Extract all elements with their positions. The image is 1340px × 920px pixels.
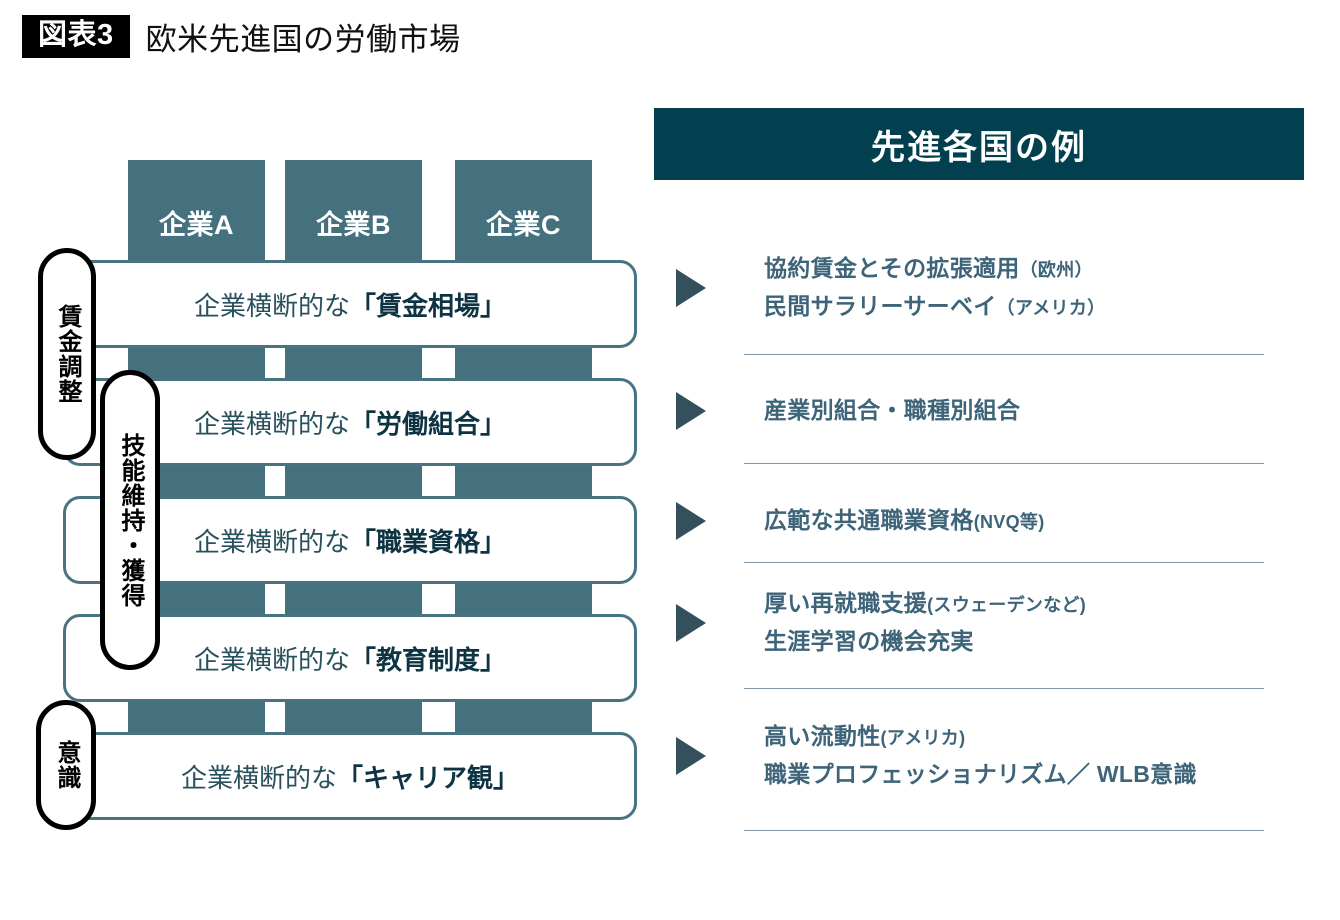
triangle-right-icon bbox=[676, 392, 706, 430]
cross-bar-emphasis: 「労働組合」 bbox=[350, 408, 507, 439]
cross-bar-emphasis: 「賃金相場」 bbox=[350, 290, 507, 321]
cross-bar-prefix: 企業横断的な bbox=[193, 526, 350, 557]
example-lines: 厚い再就職支援(スウェーデンなど) 生涯学習の機会充実 bbox=[764, 585, 1304, 661]
category-pill-wage-adjustment: 賃金調整 bbox=[38, 248, 96, 460]
example-note-text: (NVQ等) bbox=[973, 512, 1045, 533]
cross-bar-text: 企業横断的な「労働組合」 bbox=[194, 404, 506, 441]
group-divider bbox=[744, 354, 1264, 355]
example-line: 生涯学習の機会充実 bbox=[764, 623, 1304, 661]
example-main-text: 民間サラリーサーベイ bbox=[764, 292, 997, 319]
example-group: 広範な共通職業資格(NVQ等) bbox=[674, 500, 1304, 542]
cross-bar-prefix: 企業横断的な bbox=[180, 762, 337, 793]
company-column-label: 企業C bbox=[486, 210, 561, 240]
example-main-text: 職業プロフェッショナリズム／ WLB意識 bbox=[764, 760, 1197, 787]
example-lines: 産業別組合・職種別組合 bbox=[764, 392, 1304, 430]
cross-bar-emphasis: 「教育制度」 bbox=[350, 644, 507, 675]
group-divider bbox=[744, 463, 1264, 464]
cross-company-bar: 企業横断的な「キャリア観」 bbox=[63, 732, 637, 820]
cross-bar-prefix: 企業横断的な bbox=[193, 290, 350, 321]
cross-bar-text: 企業横断的な「キャリア観」 bbox=[181, 758, 519, 795]
cross-bar-text: 企業横断的な「賃金相場」 bbox=[194, 286, 506, 323]
example-note-text: （アメリカ） bbox=[996, 297, 1106, 318]
company-column-label: 企業B bbox=[316, 210, 391, 240]
example-main-text: 生涯学習の機会充実 bbox=[764, 627, 974, 654]
example-group: 協約賃金とその拡張適用（欧州） 民間サラリーサーベイ（アメリカ） bbox=[674, 250, 1304, 326]
triangle-right-icon bbox=[676, 736, 706, 775]
column-gap-notch bbox=[265, 706, 285, 732]
group-divider bbox=[744, 688, 1264, 689]
example-lines: 広範な共通職業資格(NVQ等) bbox=[764, 502, 1304, 540]
column-gap-notch bbox=[265, 588, 285, 614]
example-note-text: (アメリカ) bbox=[880, 728, 966, 748]
column-gap-notch bbox=[435, 706, 455, 732]
example-main-text: 広範な共通職業資格 bbox=[764, 507, 974, 534]
example-group: 高い流動性(アメリカ) 職業プロフェッショナリズム／ WLB意識 bbox=[674, 718, 1304, 794]
example-line: 厚い再就職支援(スウェーデンなど) bbox=[764, 585, 1304, 623]
example-note-text: （欧州） bbox=[1019, 260, 1093, 280]
example-line: 民間サラリーサーベイ（アメリカ） bbox=[764, 288, 1304, 326]
category-pill-awareness: 意識 bbox=[36, 700, 96, 830]
figure-title-text: 欧米先進国の労働市場 bbox=[145, 22, 461, 57]
column-gap-notch bbox=[435, 588, 455, 614]
category-pill-skill-maintenance: 技能維持・獲得 bbox=[100, 370, 160, 670]
cross-bar-prefix: 企業横断的な bbox=[193, 408, 350, 439]
triangle-right-icon bbox=[676, 603, 706, 642]
example-main-text: 厚い再就職支援 bbox=[764, 590, 928, 616]
group-divider bbox=[744, 562, 1264, 563]
column-gap-notch bbox=[435, 352, 455, 378]
category-pill-label: 意識 bbox=[53, 740, 80, 790]
cross-bar-emphasis: 「職業資格」 bbox=[350, 526, 507, 557]
example-lines: 協約賃金とその拡張適用（欧州） 民間サラリーサーベイ（アメリカ） bbox=[764, 250, 1304, 326]
example-line: 高い流動性(アメリカ) bbox=[764, 718, 1304, 756]
example-line: 協約賃金とその拡張適用（欧州） bbox=[764, 250, 1304, 288]
example-main-text: 協約賃金とその拡張適用 bbox=[764, 255, 1020, 281]
company-matrix-diagram: 企業A 企業B 企業C 企業横断的な「賃金相場」 企業横断的な「労働組合」 企業… bbox=[0, 0, 660, 920]
cross-company-bar: 企業横断的な「賃金相場」 bbox=[63, 260, 637, 348]
example-note-text: (スウェーデンなど) bbox=[927, 595, 1087, 615]
example-line: 職業プロフェッショナリズム／ WLB意識 bbox=[764, 756, 1304, 794]
example-main-text: 産業別組合・職種別組合 bbox=[764, 397, 1021, 424]
panel-header: 先進各国の例 bbox=[654, 108, 1304, 180]
panel-header-text: 先進各国の例 bbox=[871, 128, 1087, 167]
company-column-label: 企業A bbox=[159, 210, 234, 240]
cross-bar-emphasis: 「キャリア観」 bbox=[337, 762, 520, 793]
category-pill-label: 賃金調整 bbox=[54, 304, 81, 404]
example-group: 産業別組合・職種別組合 bbox=[674, 390, 1304, 432]
example-main-text: 高い流動性 bbox=[764, 723, 881, 749]
example-line: 産業別組合・職種別組合 bbox=[764, 392, 1304, 430]
example-lines: 高い流動性(アメリカ) 職業プロフェッショナリズム／ WLB意識 bbox=[764, 718, 1304, 794]
column-gap-notch bbox=[265, 352, 285, 378]
triangle-right-icon bbox=[676, 502, 706, 540]
column-gap-notch bbox=[435, 470, 455, 496]
example-group: 厚い再就職支援(スウェーデンなど) 生涯学習の機会充実 bbox=[674, 585, 1304, 661]
group-divider bbox=[744, 830, 1264, 831]
category-pill-label: 技能維持・獲得 bbox=[117, 432, 144, 608]
example-line: 広範な共通職業資格(NVQ等) bbox=[764, 502, 1304, 540]
page-title: 図表3 欧米先進国の労働市場 bbox=[22, 14, 461, 59]
triangle-right-icon bbox=[676, 268, 706, 307]
advanced-countries-panel: 先進各国の例 協約賃金とその拡張適用（欧州） 民間サラリーサーベイ（アメリカ） … bbox=[654, 0, 1340, 920]
column-gap-notch bbox=[265, 470, 285, 496]
figure-number-badge: 図表3 bbox=[22, 15, 130, 58]
cross-bar-prefix: 企業横断的な bbox=[193, 644, 350, 675]
cross-bar-text: 企業横断的な「教育制度」 bbox=[194, 640, 506, 677]
cross-bar-text: 企業横断的な「職業資格」 bbox=[194, 522, 506, 559]
